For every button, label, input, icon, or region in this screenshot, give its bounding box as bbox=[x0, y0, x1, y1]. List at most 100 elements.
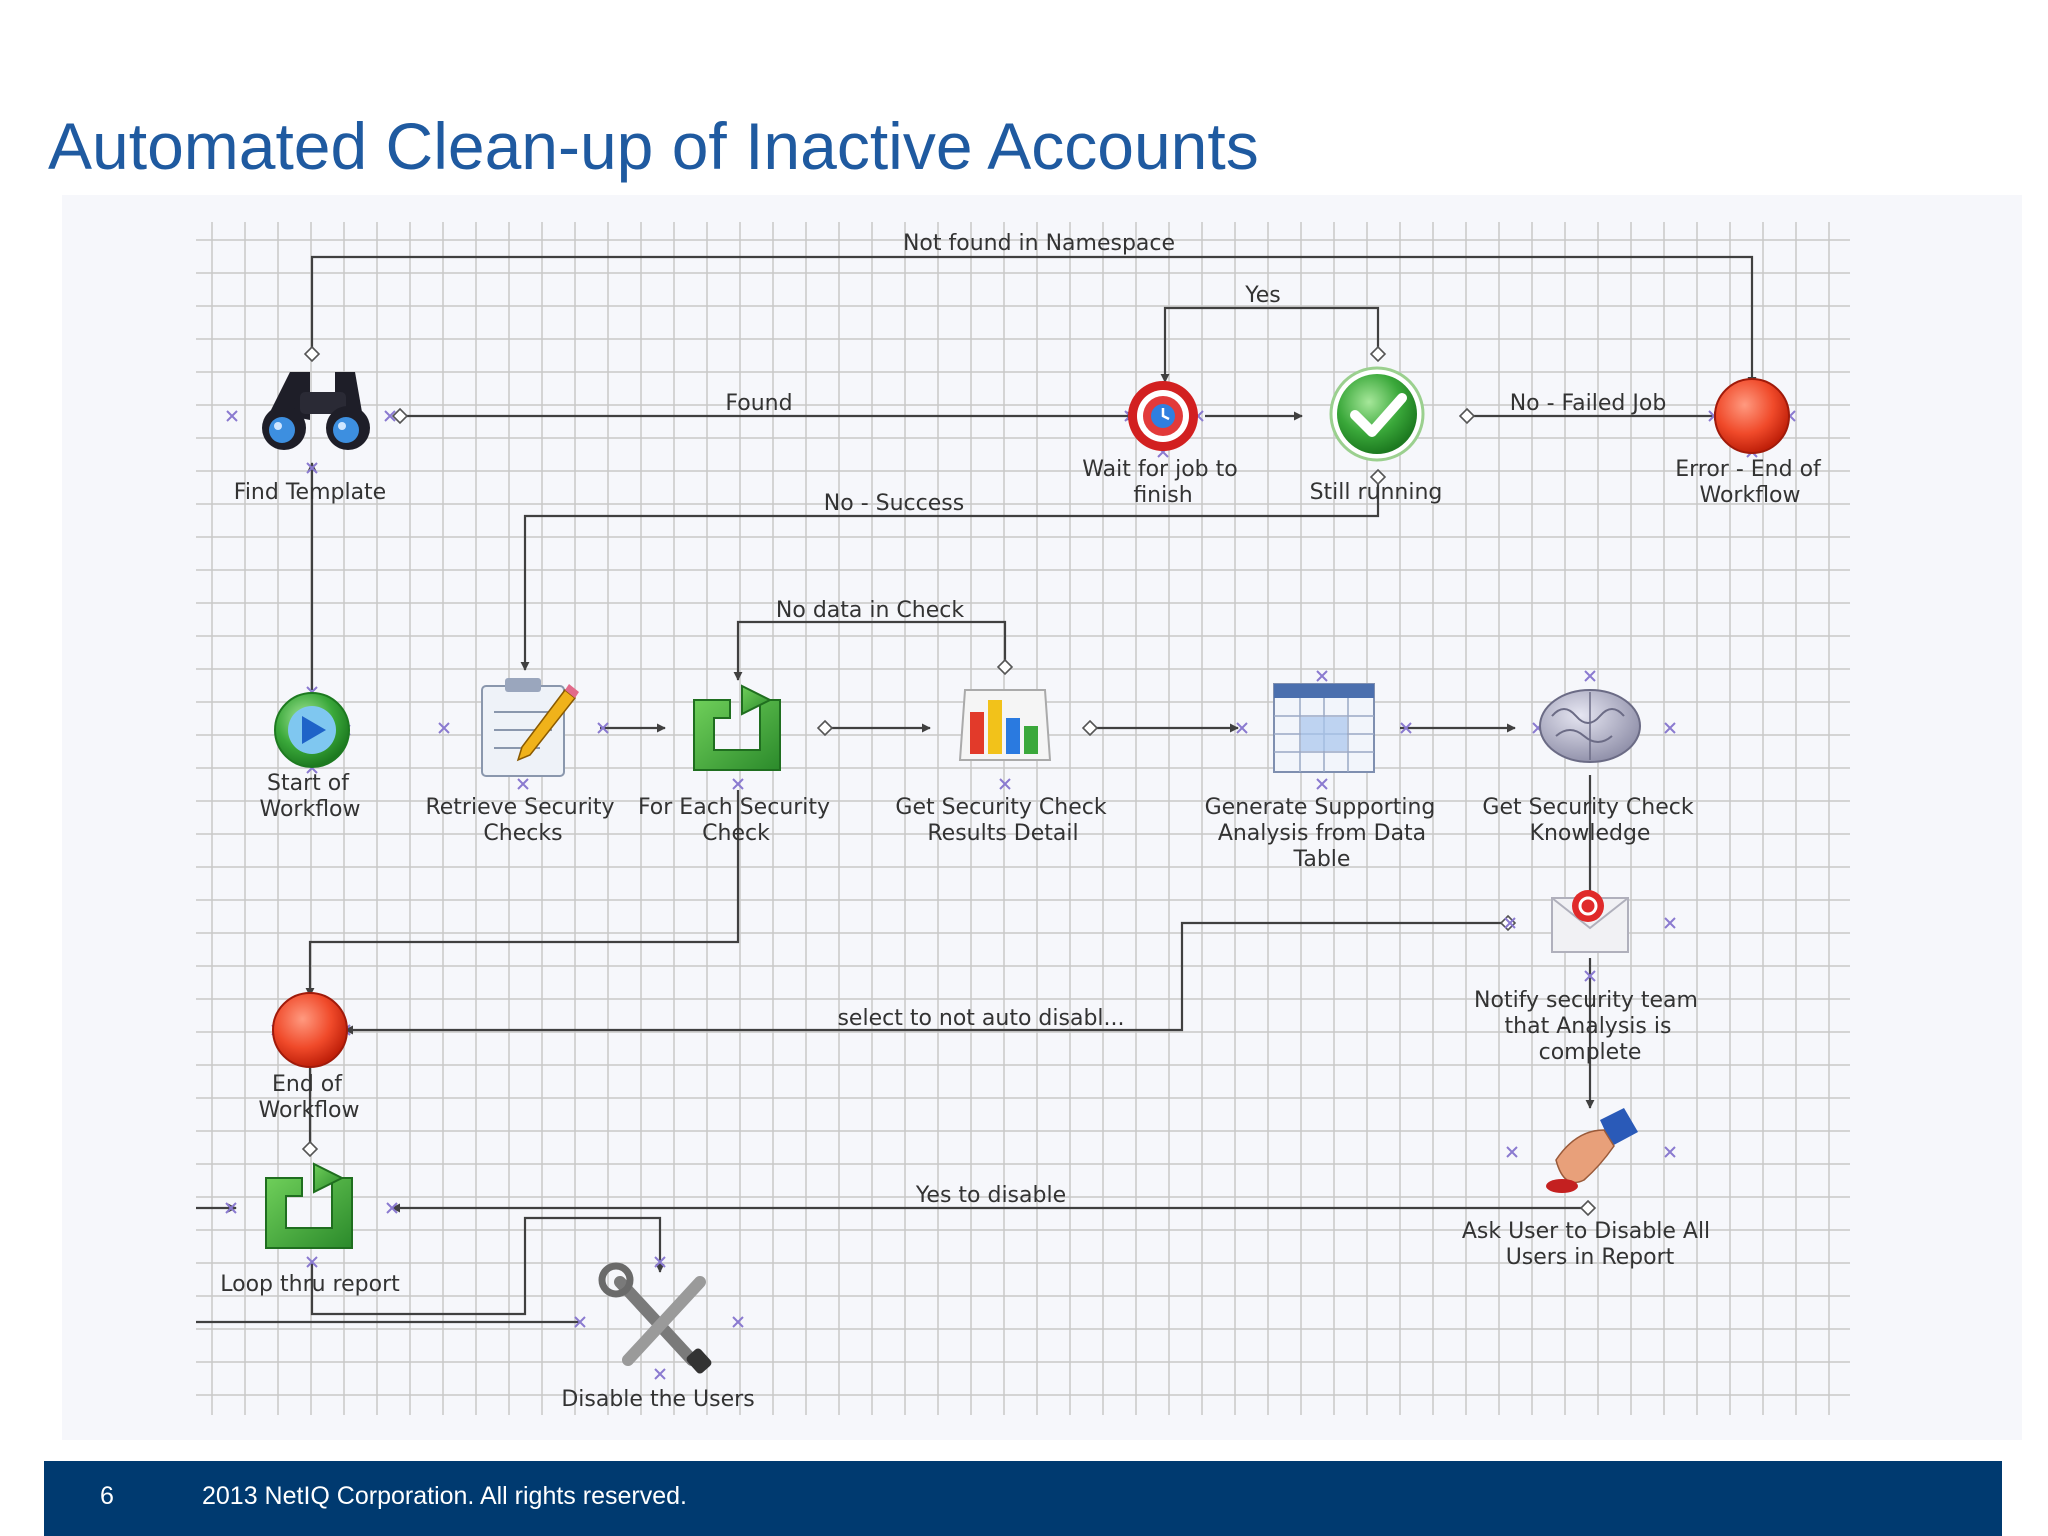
edge-success[interactable] bbox=[520, 470, 1380, 671]
connection-handle[interactable] bbox=[306, 1256, 318, 1268]
edge-foreach-to-end[interactable] bbox=[305, 790, 740, 997]
node-label-line-2: Workflow bbox=[258, 1098, 359, 1123]
node-get-knowledge[interactable]: Get Security Check Knowledge bbox=[1482, 689, 1694, 846]
node-label-line-2: Workflow bbox=[1699, 483, 1800, 508]
node-label-line-2: Workflow bbox=[259, 797, 360, 822]
node-loop-report[interactable]: Loop thru report bbox=[220, 1162, 400, 1297]
connection-handle[interactable] bbox=[225, 1202, 237, 1214]
play-icon bbox=[274, 692, 350, 768]
node-label-line-2: Check bbox=[702, 821, 770, 846]
connection-handle[interactable] bbox=[517, 778, 529, 790]
stop-icon bbox=[272, 992, 348, 1068]
node-label: Disable the Users bbox=[561, 1387, 754, 1412]
bar-chart-icon bbox=[958, 689, 1052, 761]
connection-handle[interactable] bbox=[597, 722, 609, 734]
binoculars-icon bbox=[262, 372, 370, 450]
node-label-line-2: Checks bbox=[483, 821, 562, 846]
edge-yes-running[interactable] bbox=[1160, 306, 1380, 383]
edge-labels: Not found in Namespace Yes Found No - Fa… bbox=[725, 231, 1666, 1208]
edge-label-no-data: No data in Check bbox=[776, 598, 964, 623]
node-label-line-1: Get Security Check bbox=[895, 795, 1106, 820]
connection-handle[interactable] bbox=[1584, 970, 1596, 982]
canvas-grid bbox=[62, 195, 2022, 1440]
connection-handle[interactable] bbox=[384, 410, 396, 422]
hand-stamp-icon bbox=[1546, 1108, 1638, 1193]
node-label-line-3: Table bbox=[1293, 847, 1351, 872]
connection-handle[interactable] bbox=[438, 722, 450, 734]
page-number: 6 bbox=[100, 1482, 114, 1510]
connection-handle[interactable] bbox=[732, 1316, 744, 1328]
connection-handle[interactable] bbox=[306, 462, 318, 474]
edge-label-found: Found bbox=[725, 391, 792, 416]
connection-handle[interactable] bbox=[999, 778, 1011, 790]
edge-loop-to-disable[interactable] bbox=[310, 1216, 665, 1316]
connection-handle[interactable] bbox=[732, 778, 744, 790]
connector-handles bbox=[301, 345, 1597, 1217]
connection-handle[interactable] bbox=[1316, 670, 1328, 682]
node-label-line-2: Knowledge bbox=[1530, 821, 1651, 846]
connection-handle[interactable] bbox=[1504, 917, 1516, 929]
connection-handle[interactable] bbox=[1584, 670, 1596, 682]
node-label-line-3: complete bbox=[1539, 1040, 1642, 1065]
node-retrieve-checks[interactable]: Retrieve Security Checks bbox=[425, 678, 615, 846]
connection-handle[interactable] bbox=[1664, 1146, 1676, 1158]
edge-label-yes-disable: Yes to disable bbox=[915, 1183, 1066, 1208]
table-icon bbox=[1273, 683, 1375, 773]
node-ask-user[interactable]: Ask User to Disable All Users in Report bbox=[1462, 1108, 1710, 1270]
node-label-line-1: Ask User to Disable All bbox=[1462, 1219, 1710, 1244]
edge-no-data[interactable] bbox=[733, 620, 1007, 681]
node-label-line-2: that Analysis is bbox=[1505, 1014, 1672, 1039]
edge-label-success: No - Success bbox=[824, 491, 964, 516]
node-label-line-1: Retrieve Security bbox=[425, 795, 614, 820]
email-icon bbox=[1551, 890, 1629, 953]
node-disable-users[interactable]: Disable the Users bbox=[561, 1262, 755, 1412]
node-label-line-2: finish bbox=[1133, 483, 1192, 508]
node-still-running[interactable]: Still running bbox=[1310, 366, 1443, 505]
node-notify-team[interactable]: Notify security team that Analysis is co… bbox=[1474, 890, 1698, 1065]
node-label-line-1: Generate Supporting bbox=[1205, 795, 1436, 820]
edge-label-not-found: Not found in Namespace bbox=[903, 231, 1175, 256]
node-label: Loop thru report bbox=[220, 1272, 400, 1297]
node-wait-for-job[interactable]: Wait for job to finish bbox=[1082, 381, 1238, 508]
notepad-icon bbox=[481, 678, 579, 777]
node-generate-analysis[interactable]: Generate Supporting Analysis from Data T… bbox=[1205, 683, 1436, 872]
connectors bbox=[196, 255, 1757, 1324]
connection-handle[interactable] bbox=[1664, 722, 1676, 734]
node-find-template[interactable]: Find Template bbox=[234, 372, 386, 505]
node-label-line-2: Analysis from Data bbox=[1218, 821, 1426, 846]
node-error-end[interactable]: Error - End of Workflow bbox=[1675, 378, 1822, 508]
slide-title: Automated Clean-up of Inactive Accounts bbox=[48, 109, 1259, 183]
node-end[interactable]: End of Workflow bbox=[258, 992, 360, 1123]
node-label-line-1: Get Security Check bbox=[1482, 795, 1693, 820]
node-get-results[interactable]: Get Security Check Results Detail bbox=[895, 689, 1107, 846]
edge-select-not-disable[interactable] bbox=[344, 921, 1512, 1035]
node-label-line-2: Results Detail bbox=[927, 821, 1078, 846]
node-for-each-check[interactable]: For Each Security Check bbox=[638, 684, 830, 846]
edge-not-found[interactable] bbox=[310, 255, 1757, 386]
connection-handle[interactable] bbox=[574, 1316, 586, 1328]
connection-handle[interactable] bbox=[1400, 722, 1412, 734]
connection-handle[interactable] bbox=[226, 410, 238, 422]
node-label-line-1: Wait for job to bbox=[1082, 457, 1237, 482]
connection-handle[interactable] bbox=[654, 1368, 666, 1380]
timer-icon bbox=[1128, 381, 1198, 451]
connection-handle[interactable] bbox=[1664, 917, 1676, 929]
node-label-line-2: Users in Report bbox=[1506, 1245, 1675, 1270]
edge-label-failed-job: No - Failed Job bbox=[1510, 391, 1667, 416]
connection-handle[interactable] bbox=[1506, 1146, 1518, 1158]
stop-icon bbox=[1714, 378, 1790, 454]
connection-handle[interactable] bbox=[1316, 778, 1328, 790]
connection-handle[interactable] bbox=[1236, 722, 1248, 734]
connection-handle[interactable] bbox=[654, 1256, 666, 1268]
copyright-text: 2013 NetIQ Corporation. All rights reser… bbox=[202, 1482, 687, 1510]
loop-icon bbox=[265, 1162, 353, 1249]
node-label-line-1: End of bbox=[272, 1072, 343, 1097]
connection-handle[interactable] bbox=[386, 1202, 398, 1214]
node-label-line-1: For Each Security bbox=[638, 795, 830, 820]
footer-bar bbox=[44, 1461, 2002, 1536]
node-label-line-1: Error - End of bbox=[1675, 457, 1822, 482]
edge-label-select-not-disable: select to not auto disabl... bbox=[837, 1006, 1124, 1031]
node-start[interactable]: Start of Workflow bbox=[259, 692, 361, 822]
edge-label-yes-running: Yes bbox=[1244, 283, 1281, 308]
